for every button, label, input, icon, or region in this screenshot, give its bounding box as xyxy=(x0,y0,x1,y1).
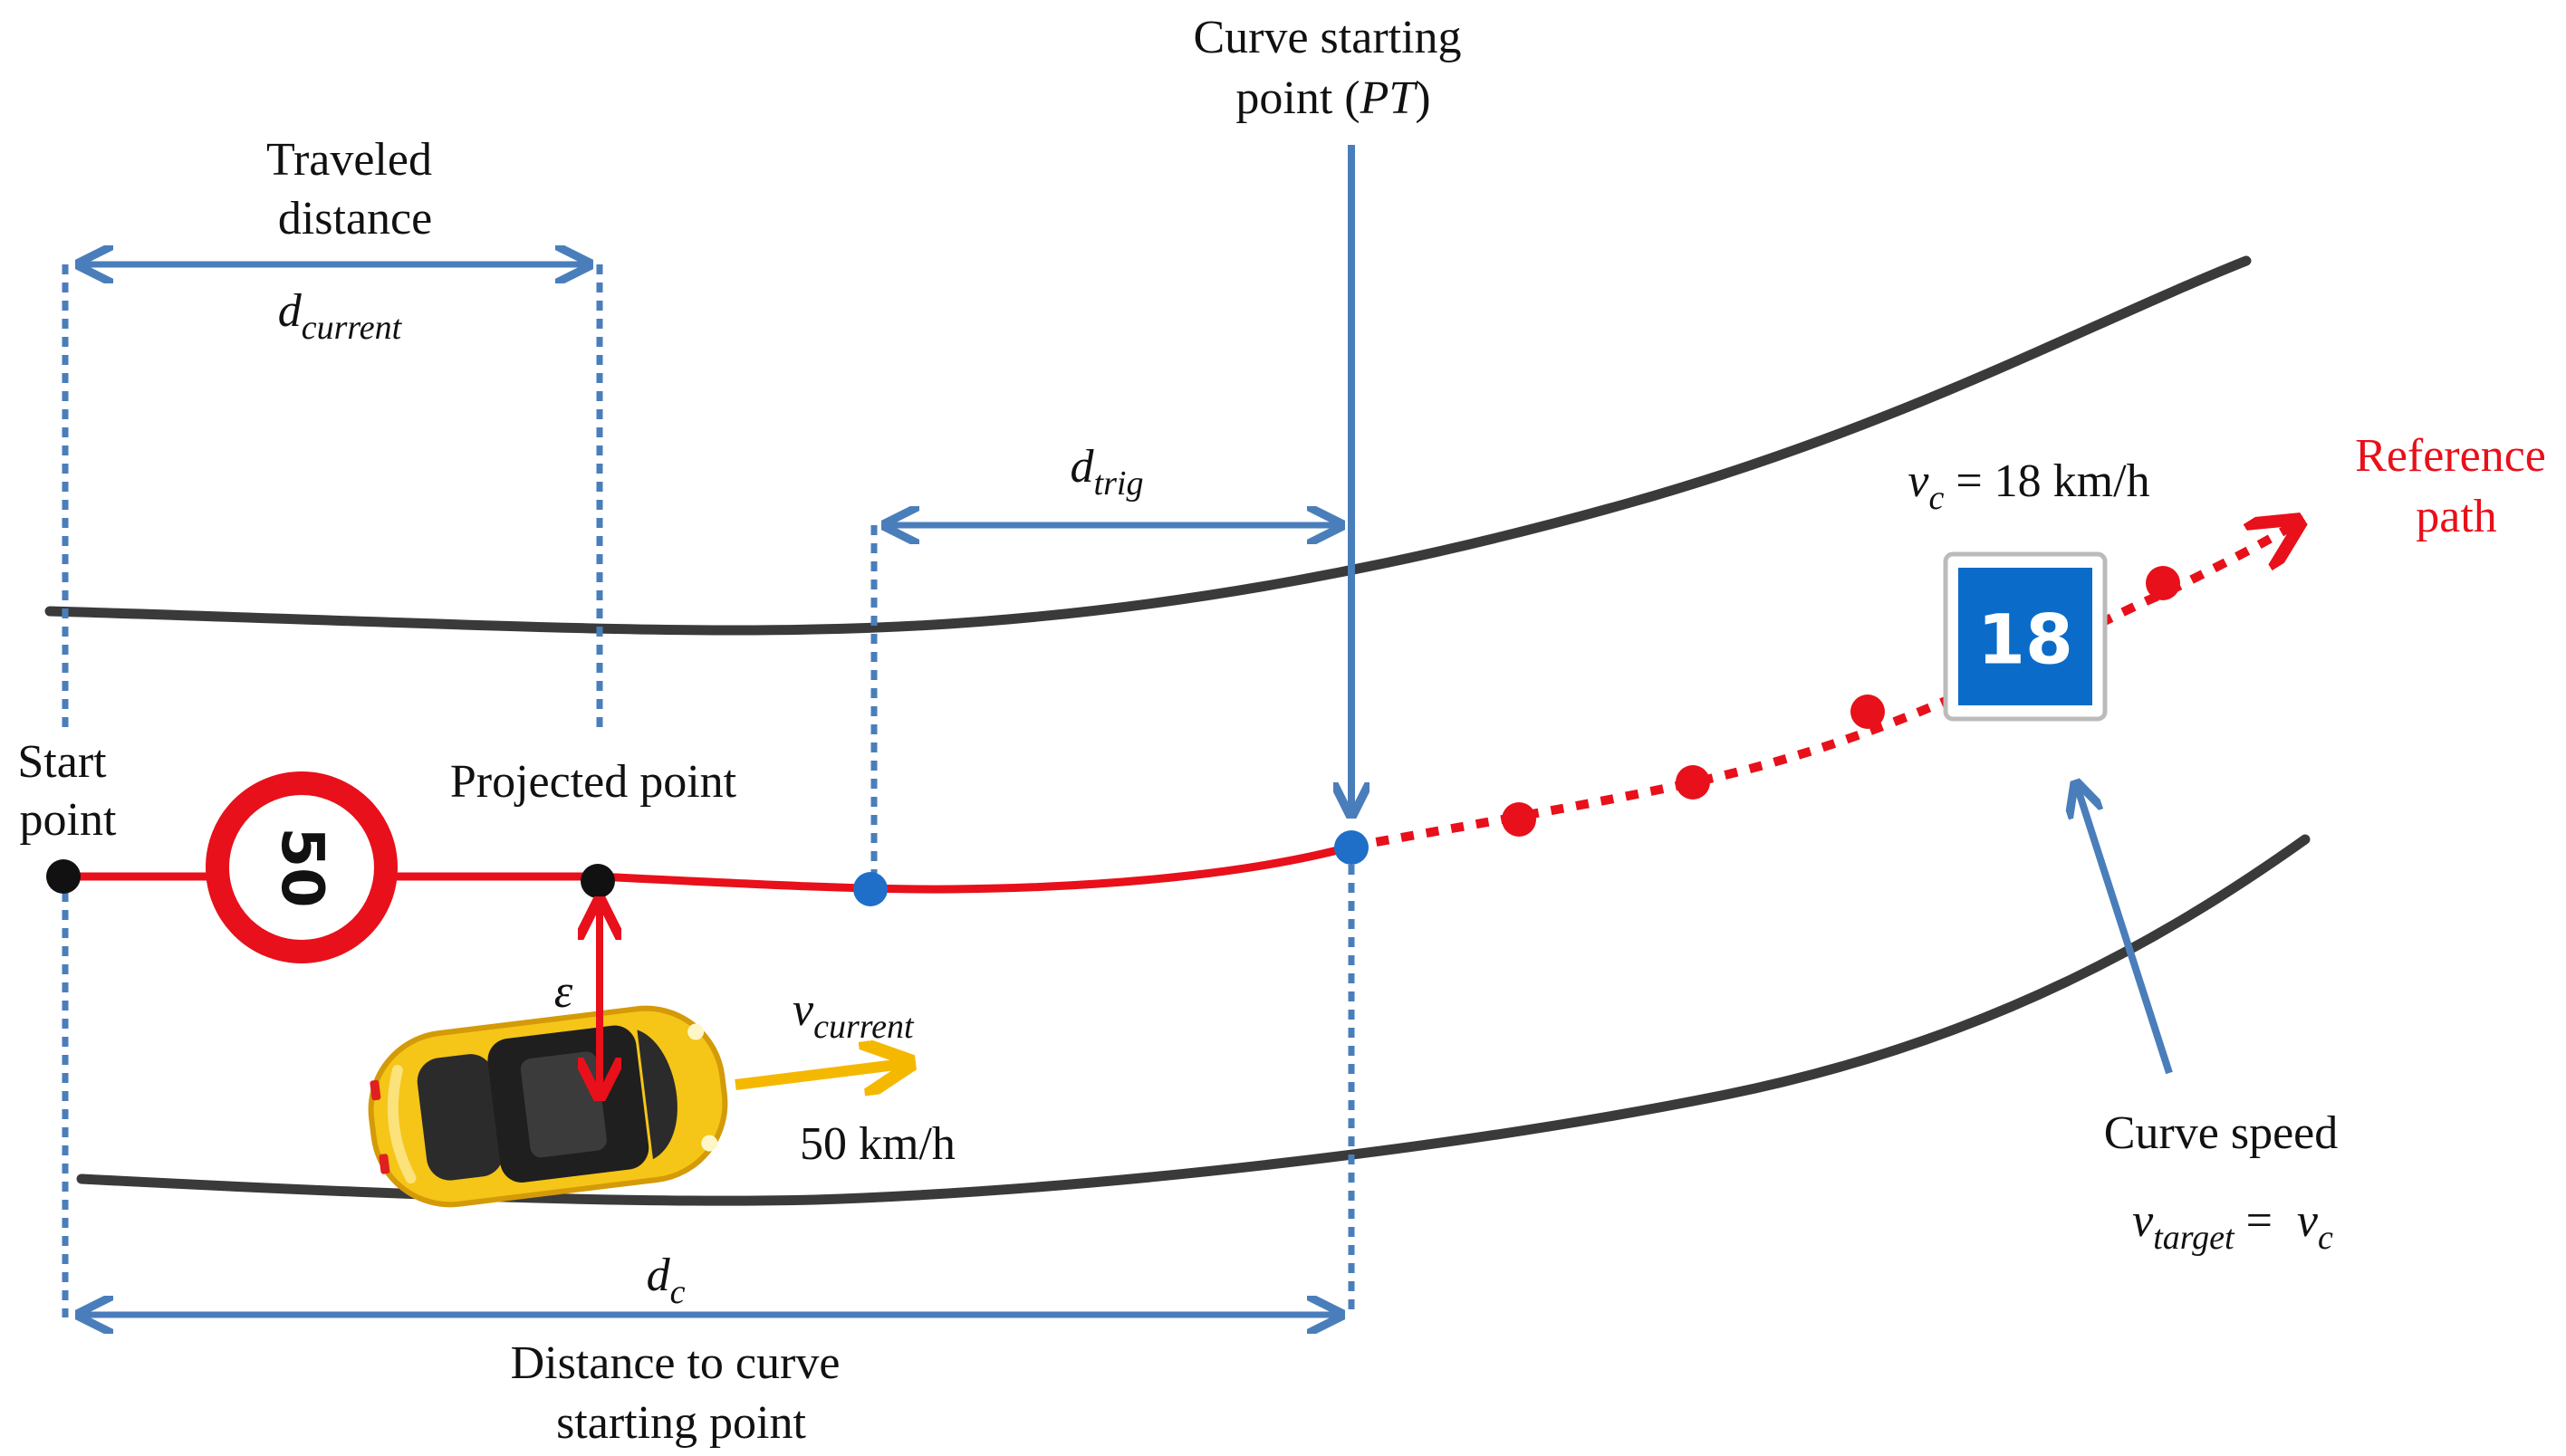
trigger-point-dot xyxy=(853,872,888,906)
path-dot xyxy=(1502,802,1536,837)
curve-start-label: Curve starting point (PT) xyxy=(1193,12,1473,124)
reference-path-label: Reference path xyxy=(2355,430,2558,542)
v-target-label: vtarget = vc xyxy=(2132,1195,2333,1257)
curve-speed-label: Curve speed xyxy=(2104,1107,2338,1159)
path-dot xyxy=(1850,694,1885,729)
traveled-distance-label: Traveled distance xyxy=(266,134,444,244)
path-dot xyxy=(2146,566,2180,600)
car-icon xyxy=(368,1005,728,1208)
curve-speed-sign: 18 xyxy=(1943,551,2108,722)
car-speed-arrow xyxy=(735,1063,910,1085)
speed-limit-sign: 50 xyxy=(206,771,398,963)
curve-start-point-dot xyxy=(1334,830,1369,865)
projected-point-label: Projected point xyxy=(450,756,737,808)
dc-label: dc xyxy=(647,1250,686,1311)
path-dot xyxy=(1676,765,1710,800)
car-speed-label: 50 km/h xyxy=(800,1118,956,1170)
d-current-label: dcurrent xyxy=(278,285,403,347)
projected-point-dot xyxy=(581,864,615,898)
start-point-dot xyxy=(46,859,81,894)
reference-path-solid xyxy=(63,842,1353,894)
distance-to-curve-label: Distance to curve starting point xyxy=(511,1337,852,1449)
road-upper-edge xyxy=(44,255,2252,636)
start-point-label: Start point xyxy=(17,736,118,846)
svg-text:50: 50 xyxy=(268,827,335,907)
epsilon-label: ε xyxy=(554,966,573,1018)
v-current-label: vcurrent xyxy=(793,984,915,1046)
vc-value-label: vc = 18 km/h xyxy=(1908,455,2149,517)
d-trig-label: dtrig xyxy=(1071,441,1144,503)
svg-text:18: 18 xyxy=(1977,599,2073,680)
curve-speed-arrow xyxy=(2076,783,2173,1075)
